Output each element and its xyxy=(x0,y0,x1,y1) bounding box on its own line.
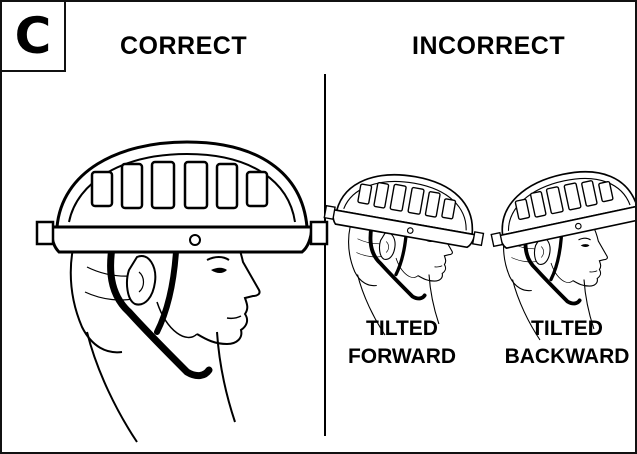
tilted-forward-line2: FORWARD xyxy=(332,343,472,371)
tilted-backward-line1: TILTED xyxy=(497,315,637,343)
tilted-forward-caption: TILTED FORWARD xyxy=(332,315,472,371)
correct-fit-figure xyxy=(37,142,327,442)
tilted-forward-line1: TILTED xyxy=(332,315,472,343)
tilted-backward-line2: BACKWARD xyxy=(497,343,637,371)
tilted-backward-figure xyxy=(482,158,635,340)
helmet-icon xyxy=(482,158,635,250)
tilted-backward-caption: TILTED BACKWARD xyxy=(497,315,637,371)
helmet-icon xyxy=(37,142,327,252)
tilted-forward-figure xyxy=(324,162,492,335)
